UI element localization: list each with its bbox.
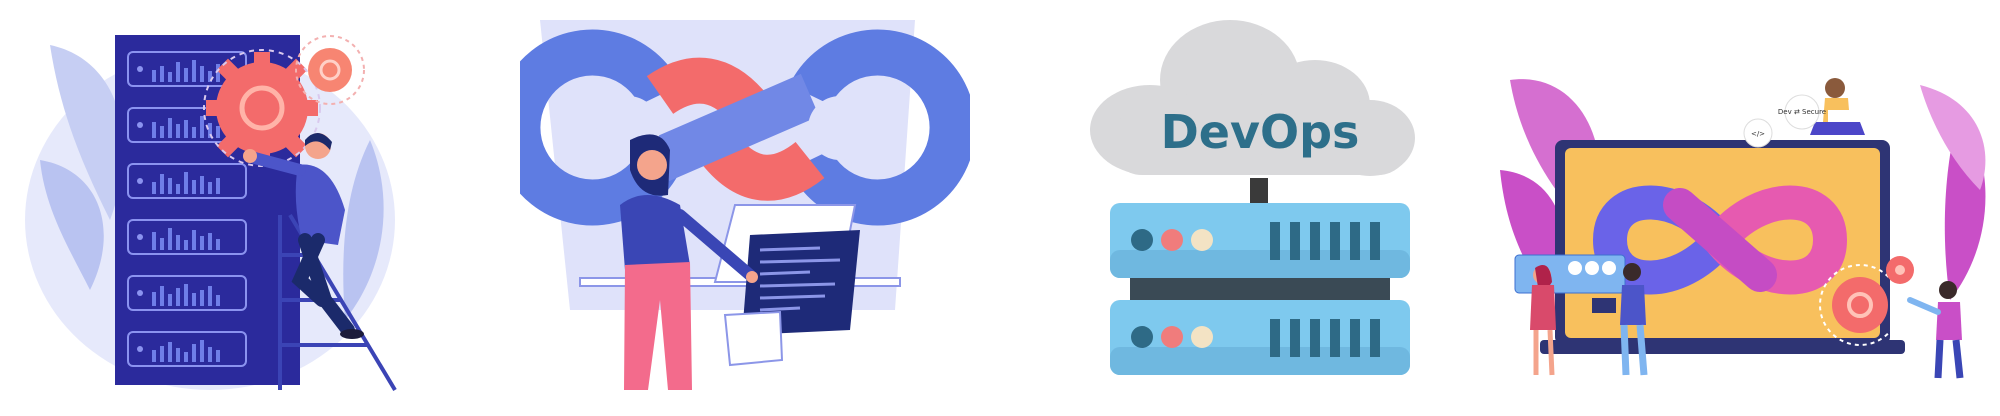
code-icon-glyph: </> [1751, 130, 1765, 138]
devops-cloud-server-illustration: DevOps [1080, 0, 1440, 416]
infinity-puzzle [520, 29, 970, 226]
cloud [1090, 20, 1415, 176]
person-on-laptop [1810, 78, 1865, 135]
connector [1250, 178, 1268, 203]
laptop [713, 204, 860, 367]
server-gap [1130, 278, 1390, 302]
leaf-shape [1920, 85, 1986, 190]
person-figure [1907, 281, 1964, 379]
server-unit [1110, 300, 1410, 375]
devops-infinity-puzzle-illustration [520, 0, 970, 416]
gear-icon [203, 49, 321, 167]
server-maintenance-illustration [0, 0, 420, 416]
gear-icon [1886, 256, 1914, 284]
gear-icon [1819, 264, 1901, 346]
server-units [127, 51, 247, 367]
infinity-symbol [1592, 185, 1848, 295]
leaf-shape [343, 140, 384, 320]
devops-team-laptop-illustration: Dev ⇄ Secure </> [1480, 0, 2000, 416]
devops-label: DevOps [1161, 105, 1360, 159]
code-icon [1743, 118, 1773, 148]
badge-circle [1784, 94, 1820, 130]
laptop-base [1540, 340, 1905, 354]
person-figure [1592, 263, 1648, 376]
server-unit [1110, 203, 1410, 278]
leaf-shape [50, 45, 124, 220]
leaf-shape [40, 160, 104, 290]
person-figure [1530, 265, 1556, 376]
wrench-icon [1907, 297, 1941, 315]
gear-icon [295, 35, 365, 105]
worker-figure [243, 132, 364, 339]
dev-secure-badge: Dev ⇄ Secure [1778, 108, 1826, 116]
woman-figure [620, 134, 758, 390]
